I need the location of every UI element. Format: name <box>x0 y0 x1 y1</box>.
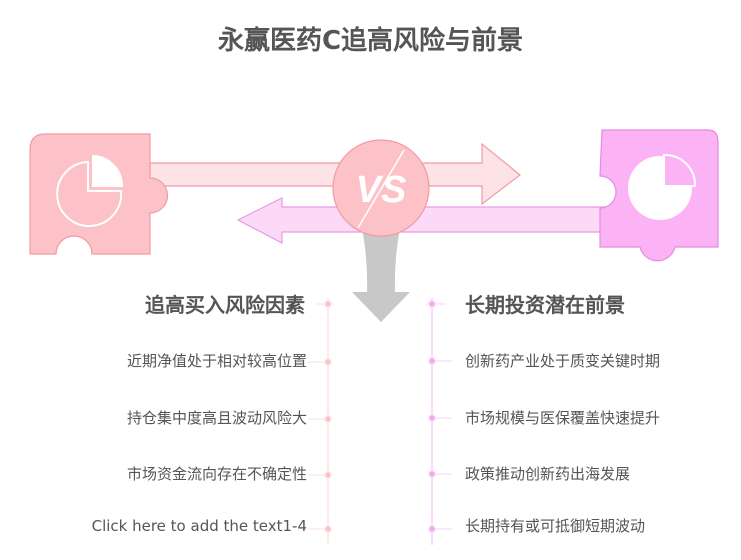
right-markers <box>426 300 452 533</box>
svg-text:VS: VS <box>356 169 407 211</box>
vs-badge: VS <box>332 139 430 237</box>
left-item: 市场资金流向存在不确定性 <box>126 465 307 483</box>
left-arrow <box>236 197 606 244</box>
left-item-placeholder[interactable]: Click here to add the text1-4 <box>91 517 307 535</box>
left-item: 近期净值处于相对较高位置 <box>126 352 307 370</box>
right-item: 政策推动创新药出海发展 <box>465 465 631 483</box>
pie-chart-icon <box>56 154 124 227</box>
left-item: 持仓集中度高且波动风险大 <box>126 409 307 427</box>
right-item: 长期持有或可抵御短期波动 <box>465 517 646 535</box>
page-title: 永赢医药C追高风险与前景 <box>217 26 524 56</box>
left-heading: 追高买入风险因素 <box>145 293 305 317</box>
left-markers <box>308 300 334 533</box>
right-item: 市场规模与医保覆盖快速提升 <box>465 409 661 427</box>
left-puzzle-piece <box>29 133 169 255</box>
pie-chart-icon <box>628 153 697 220</box>
right-item: 创新药产业处于质变关键时期 <box>465 352 661 370</box>
right-heading: 长期投资潜在前景 <box>465 293 625 317</box>
down-arrow <box>352 228 410 322</box>
